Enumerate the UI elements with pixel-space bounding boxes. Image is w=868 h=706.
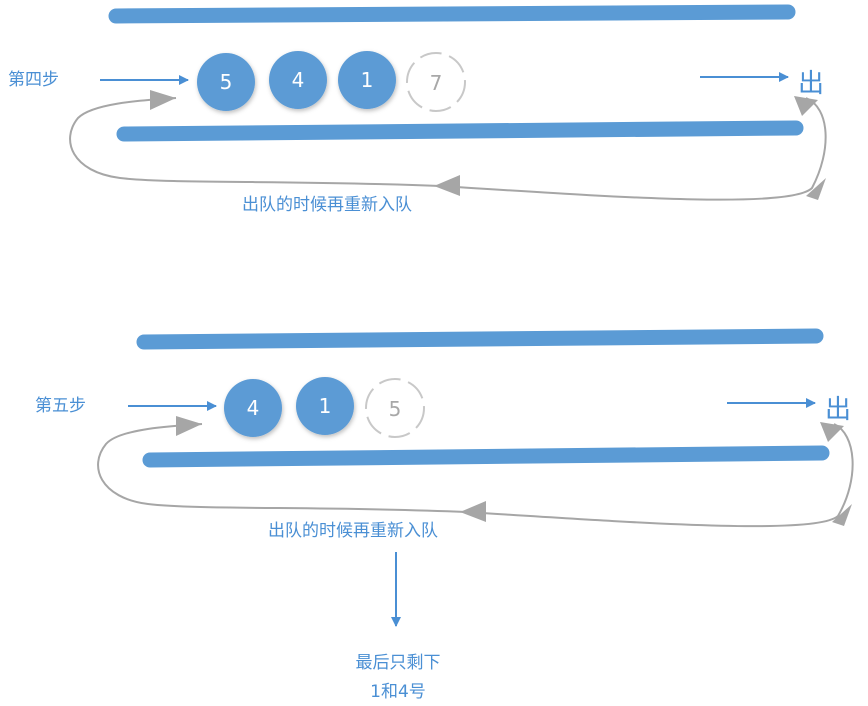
queue-bottom-bar xyxy=(116,120,804,142)
loop-arrowhead-top-right xyxy=(794,96,818,116)
dequeued-ghost-ball: 5 xyxy=(365,378,425,438)
loop-label: 出队的时候再重新入队 xyxy=(242,195,412,215)
ball-number: 1 xyxy=(319,394,332,418)
loop-arrowhead-bottom-left xyxy=(460,501,486,522)
queue-ball: 1 xyxy=(338,51,396,109)
ball-number: 5 xyxy=(220,70,233,94)
out-label: 出 xyxy=(798,69,824,99)
queue-ball: 5 xyxy=(197,53,255,111)
ball-number: 1 xyxy=(361,68,374,92)
loop-arrowhead-bottom-right xyxy=(806,178,826,200)
result-line-1: 最后只剩下 xyxy=(356,653,441,673)
queue-bottom-bar xyxy=(142,445,830,468)
step-five: 第五步 4 1 5 出 出队的时候再重新入队 xyxy=(35,328,854,541)
queue-ball: 4 xyxy=(224,379,282,437)
step-label: 第四步 xyxy=(8,70,59,90)
step-four: 第四步 5 4 1 7 出 出队的时候再重新入队 xyxy=(8,4,827,215)
queue-top-bar xyxy=(108,4,796,24)
queue-top-bar xyxy=(136,328,824,350)
loop-arrowhead-bottom-left xyxy=(434,175,460,196)
loop-arrowhead-left xyxy=(150,90,176,110)
queue-ball: 4 xyxy=(269,51,327,109)
ghost-number: 7 xyxy=(430,71,443,95)
loop-arrowhead-top-right xyxy=(820,422,844,442)
dequeued-ghost-ball: 7 xyxy=(406,52,466,112)
ball-number: 4 xyxy=(247,396,260,420)
loop-arrowhead-bottom-right xyxy=(832,504,852,526)
loop-arrowhead-left xyxy=(176,416,202,436)
requeue-loop xyxy=(69,97,827,201)
result: 最后只剩下 1和4号 xyxy=(356,552,441,702)
step-label: 第五步 xyxy=(35,396,86,416)
result-line-2: 1和4号 xyxy=(370,682,426,702)
requeue-loop xyxy=(97,423,854,528)
ghost-number: 5 xyxy=(389,397,402,421)
loop-label: 出队的时候再重新入队 xyxy=(268,521,438,541)
out-label: 出 xyxy=(825,395,851,425)
queue-ball: 1 xyxy=(296,377,354,435)
ball-number: 4 xyxy=(292,68,305,92)
